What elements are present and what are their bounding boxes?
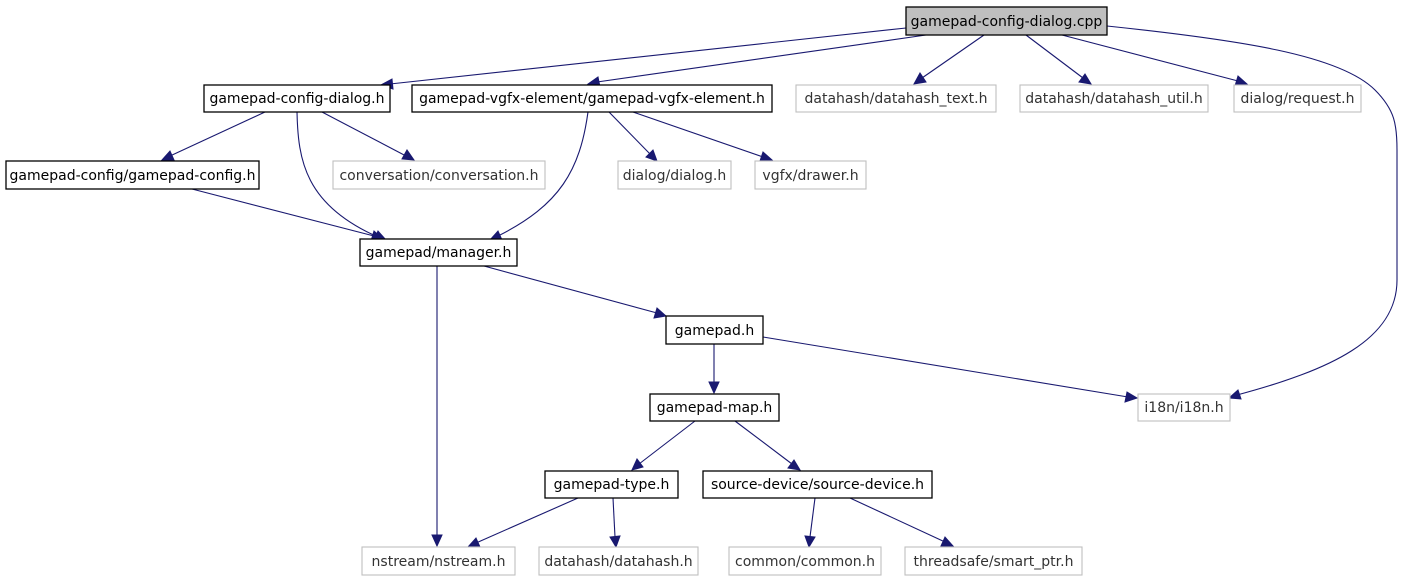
node-label: i18n/i18n.h [1144,400,1223,416]
node-i18n-h[interactable]: i18n/i18n.h [1137,393,1231,422]
edge-gamepad-h-to-gamepad-map-h [708,344,720,395]
node-datahash-util-h[interactable]: datahash/datahash_util.h [1019,84,1209,113]
node-gamepad-h[interactable]: gamepad.h [665,315,764,345]
edge-root-to-dialog-request-h [1061,34,1249,87]
edge-root-to-i18n-h [1106,25,1398,400]
node-label: datahash/datahash.h [544,554,692,570]
edge-root-to-config-dialog-h [379,27,907,90]
node-common-h[interactable]: common/common.h [728,546,882,576]
edge-source-device-h-to-smart-ptr-h [849,497,955,547]
node-label: gamepad-config-dialog.cpp [911,14,1103,30]
edge-gamepad-type-h-to-datahash-h [609,497,621,549]
edge-config-dialog-h-to-gamepad-config-h [160,111,266,161]
edge-source-device-h-to-common-h [804,497,816,549]
node-dialog-dialog-h[interactable]: dialog/dialog.h [617,160,732,190]
node-gamepad-vgfx-element-h[interactable]: gamepad-vgfx-element/gamepad-vgfx-elemen… [411,84,773,113]
edge-gamepad-map-h-to-gamepad-type-h [631,420,696,471]
node-label: dialog/dialog.h [623,168,726,184]
node-label: common/common.h [735,554,875,570]
node-label: gamepad-type.h [554,477,670,493]
node-datahash-h[interactable]: datahash/datahash.h [538,546,699,576]
node-label: nstream/nstream.h [372,554,506,570]
node-gamepad-config-h[interactable]: gamepad-config/gamepad-config.h [5,160,260,190]
node-label: dialog/request.h [1241,91,1355,107]
edge-vgfx-element-h-to-dialog-h [608,111,658,162]
edge-root-to-datahash-text-h [913,34,985,85]
node-vgfx-drawer-h[interactable]: vgfx/drawer.h [754,160,867,190]
node-gamepad-map-h[interactable]: gamepad-map.h [649,393,780,422]
nodes: gamepad-config-dialog.cpp gamepad-config… [5,6,1362,576]
node-label: gamepad.h [675,323,754,339]
edge-manager-h-to-nstream-h [431,266,443,548]
node-smart-ptr-h[interactable]: threadsafe/smart_ptr.h [904,546,1083,576]
edge-gamepad-config-h-to-manager-h [191,188,385,242]
edge-vgfx-element-h-to-manager-h [488,111,589,241]
node-label: gamepad-vgfx-element/gamepad-vgfx-elemen… [419,91,765,107]
node-datahash-text-h[interactable]: datahash/datahash_text.h [795,84,997,113]
node-label: datahash/datahash_text.h [805,91,988,107]
node-gamepad-manager-h[interactable]: gamepad/manager.h [359,238,518,267]
node-label: datahash/datahash_util.h [1025,91,1203,107]
node-label: gamepad-map.h [657,400,773,416]
node-label: gamepad-config/gamepad-config.h [10,168,256,184]
node-nstream-h[interactable]: nstream/nstream.h [361,546,516,576]
node-conversation-h[interactable]: conversation/conversation.h [332,160,546,190]
node-gamepad-config-dialog-h[interactable]: gamepad-config-dialog.h [203,84,391,113]
node-label: gamepad-config-dialog.h [209,91,384,107]
node-label: vgfx/drawer.h [762,168,858,184]
node-gamepad-type-h[interactable]: gamepad-type.h [544,470,679,499]
edge-root-to-vgfx-element-h [586,34,927,88]
edge-manager-h-to-gamepad-h [483,265,668,319]
edge-config-dialog-h-to-conversation-h [321,111,416,161]
edge-gamepad-h-to-i18n-h [762,336,1139,403]
node-label: gamepad/manager.h [366,245,512,261]
node-label: threadsafe/smart_ptr.h [914,554,1074,570]
node-label: conversation/conversation.h [339,168,538,184]
node-label: source-device/source-device.h [711,477,924,493]
node-dialog-request-h[interactable]: dialog/request.h [1233,84,1362,113]
node-gamepad-config-dialog-cpp[interactable]: gamepad-config-dialog.cpp [905,6,1108,36]
node-source-device-h[interactable]: source-device/source-device.h [702,470,933,499]
edge-root-to-datahash-util-h [1025,34,1092,85]
edge-gamepad-map-h-to-source-device-h [734,420,801,471]
edge-gamepad-type-h-to-nstream-h [466,497,579,548]
